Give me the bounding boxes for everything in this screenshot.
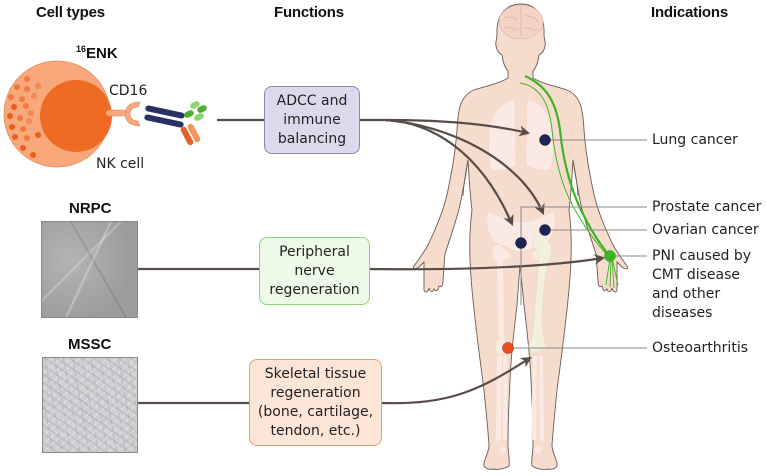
indication-line: Prostate cancer	[652, 199, 762, 215]
lungs-icon	[488, 99, 554, 171]
cell-label-enk-superscript: 16	[76, 44, 87, 54]
function-skeletal-line: Skeletal tissue	[264, 365, 367, 382]
nk-cell-illustration	[3, 60, 207, 168]
nk-cell-label: NK cell	[96, 156, 145, 172]
left-ankle	[498, 445, 508, 455]
function-skeletal-line: (bone, cartilage,	[257, 403, 374, 420]
header-cell-types: Cell types	[36, 4, 105, 21]
indication-line: CMT disease	[652, 267, 741, 283]
cd16-receptor-icon	[105, 101, 141, 127]
function-adcc-line: ADCC and	[276, 92, 348, 109]
right-arm-inner-line	[572, 159, 579, 197]
arrow-skeletal-to-oa	[381, 356, 532, 405]
indication-line: and other	[652, 286, 721, 302]
brain-icon	[498, 4, 544, 40]
indication-line: Ovarian cancer	[652, 222, 759, 238]
function-nerve-line: nerve	[294, 262, 335, 279]
cd16-label: CD16	[109, 83, 148, 99]
nk-cell-nucleus	[40, 80, 112, 152]
marker-oa	[502, 342, 514, 354]
indication-leaders	[508, 139, 647, 349]
cell-label-enk-text: ENK	[86, 45, 118, 62]
indication-pni: PNI caused by CMT disease and other dise…	[652, 247, 751, 323]
function-skeletal-line: tendon, etc.)	[270, 422, 361, 439]
indication-prostate-cancer: Prostate cancer	[652, 198, 761, 217]
header-indications: Indications	[651, 4, 728, 21]
function-skeletal-line: regeneration	[270, 384, 361, 401]
nrpc-micrograph	[41, 221, 138, 318]
marker-ovarian	[539, 224, 551, 236]
antibody-icon	[144, 101, 207, 146]
function-box-nerve-regeneration: Peripheral nerve regeneration	[259, 237, 370, 305]
cell-label-enk: 16ENK	[76, 44, 118, 62]
cell-label-nrpc: NRPC	[69, 200, 112, 217]
arrow-adcc-to-ovarian	[384, 118, 545, 216]
marker-prostate	[515, 237, 527, 249]
function-arrows	[360, 118, 606, 405]
function-box-skeletal-regeneration: Skeletal tissue regeneration (bone, cart…	[249, 359, 382, 446]
arrow-nerve-to-pni	[369, 253, 606, 271]
header-functions: Functions	[274, 4, 344, 21]
indication-line: Lung cancer	[652, 132, 738, 148]
function-nerve-line: regeneration	[269, 281, 360, 298]
function-adcc-line: balancing	[277, 130, 347, 147]
indication-line: Osteoarthritis	[652, 340, 748, 356]
indication-osteoarthritis: Osteoarthritis	[652, 339, 748, 358]
marker-lung	[539, 134, 551, 146]
leader-prostate	[520, 206, 647, 243]
function-box-adcc: ADCC and immune balancing	[264, 86, 360, 154]
marker-pni	[604, 250, 616, 262]
nk-cell-granules	[7, 76, 41, 158]
indication-ovarian-cancer: Ovarian cancer	[652, 221, 759, 240]
nerve-pathway	[519, 74, 619, 289]
cell-label-mssc: MSSC	[68, 336, 112, 353]
function-adcc-line: immune	[283, 111, 341, 128]
indication-line: PNI caused by	[652, 248, 752, 264]
indication-markers	[502, 134, 616, 354]
indication-lung-cancer: Lung cancer	[652, 131, 738, 150]
left-arm-inner-line	[462, 159, 469, 197]
right-ankle	[533, 445, 543, 455]
indication-line: diseases	[652, 305, 713, 321]
mssc-micrograph	[42, 357, 138, 453]
function-nerve-line: Peripheral	[279, 243, 350, 260]
